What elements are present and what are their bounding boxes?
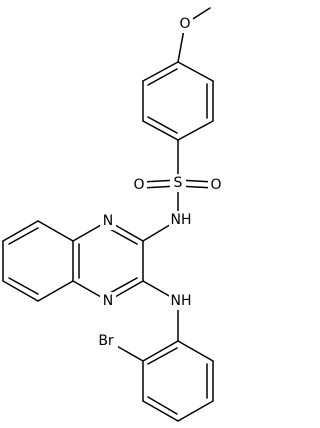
bond-c2-n1-inner (107, 227, 138, 245)
bond-ring3-a-inner (147, 347, 178, 365)
bond-ring1-d-inner (147, 116, 178, 134)
bond-c8a-c8 (37, 220, 74, 242)
bond-c6-c5-inner (8, 277, 39, 295)
bond-ring1-f-inner (147, 68, 178, 86)
atom-br: Br (98, 333, 114, 349)
bond-ring3-c (142, 400, 179, 422)
atom-s: S (174, 175, 183, 191)
atom-o-sulfonyl-right: O (210, 177, 221, 193)
bond-ring1-c (177, 120, 214, 141)
bond-n4-c3-inner (107, 277, 138, 295)
bond-ring3-f (177, 340, 214, 362)
bond-ring3-c-inner (147, 396, 178, 415)
bond-ring1-d (142, 120, 179, 141)
atom-nh-amine: NH (171, 293, 192, 309)
bond-ring1-f (142, 61, 179, 82)
bond-c5-c4a (37, 280, 74, 302)
bond-ring3-d (177, 400, 214, 422)
bond-c8-c7 (2, 220, 39, 242)
bonds (2, 7, 215, 422)
atom-n-top: N (103, 213, 113, 229)
chemical-structure-diagram: O S O O NH N N NH Br (2, 7, 224, 422)
bond-ring3-a (142, 340, 179, 362)
bond-ring1-a (177, 61, 214, 82)
atom-n-bottom: N (103, 293, 113, 309)
atom-nh-sulfonamide: NH (171, 212, 192, 228)
bond-c8-c7-inner (8, 227, 39, 245)
atom-o-sulfonyl-left: O (133, 177, 144, 193)
atom-o-methoxy: O (179, 16, 190, 32)
atom-labels: O S O O NH N N NH Br (94, 15, 224, 350)
bond-c6-c5 (2, 280, 39, 302)
